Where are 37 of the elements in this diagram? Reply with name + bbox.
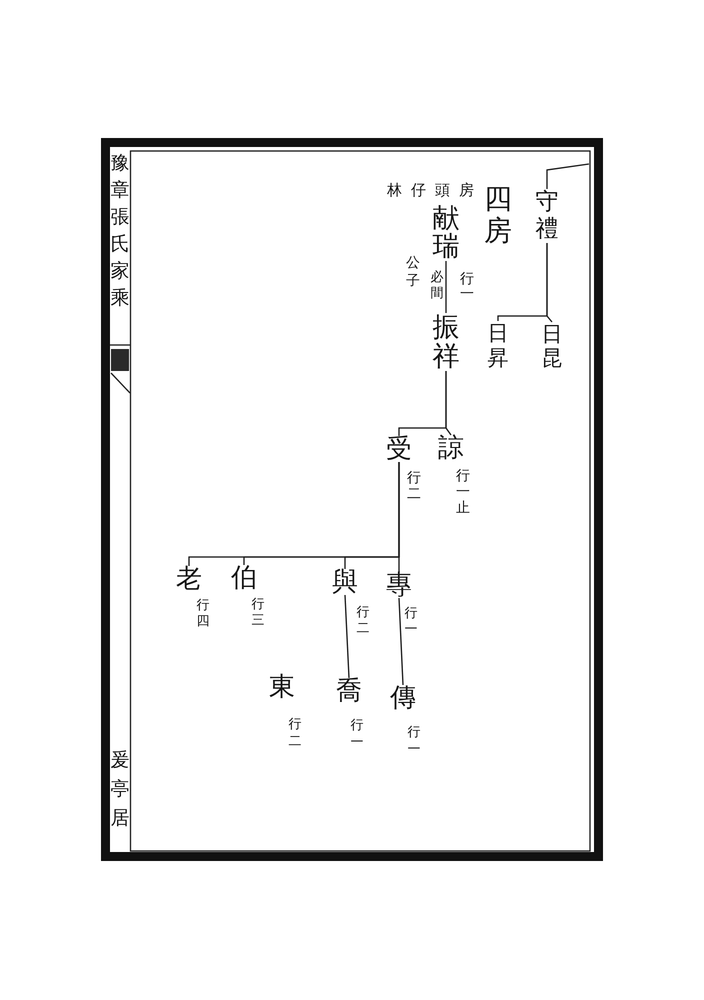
branch-note: 林仔頭房: [387, 183, 483, 198]
connector-line: [497, 243, 548, 321]
side-note: 行二: [407, 470, 421, 502]
person-name: 老: [176, 566, 202, 592]
person-name: 振祥: [432, 313, 460, 371]
connector-line: [398, 371, 447, 436]
person-name: 傳: [390, 685, 416, 711]
connector-line: [546, 163, 590, 189]
person-name: 東: [269, 674, 295, 700]
side-note: 行二: [356, 605, 370, 637]
margin-title: 豫章張氏家乘: [110, 151, 130, 311]
side-note: 行二: [288, 716, 302, 750]
person-name: 日昇: [488, 321, 508, 371]
connector-line: [445, 261, 447, 313]
side-note: 行四: [196, 598, 210, 630]
side-note: 行一: [460, 272, 474, 302]
person-name: 守禮: [536, 189, 558, 243]
person-name: 献瑞: [432, 205, 460, 261]
connector-line: [188, 462, 400, 566]
person-name: 與: [332, 569, 358, 595]
connector-line: [344, 594, 350, 678]
person-name: 喬: [336, 678, 362, 704]
branch-heading: 四房: [484, 183, 512, 247]
person-name: 日昆: [542, 322, 562, 370]
person-name: 伯: [231, 565, 257, 591]
side-note: 行一: [350, 717, 364, 751]
person-name: 受: [386, 436, 412, 462]
person-name: 專: [386, 572, 412, 598]
person-name: 諒: [438, 435, 464, 461]
connector-line: [398, 598, 404, 686]
side-note: 行一止: [456, 468, 470, 516]
side-note: 行一: [408, 724, 420, 758]
side-note: 公子: [406, 254, 420, 290]
side-note: 行一: [404, 606, 418, 638]
margin-footer-text: 爰亭居: [110, 748, 130, 831]
side-note: 行三: [252, 597, 264, 629]
side-note: 必間: [430, 270, 444, 302]
